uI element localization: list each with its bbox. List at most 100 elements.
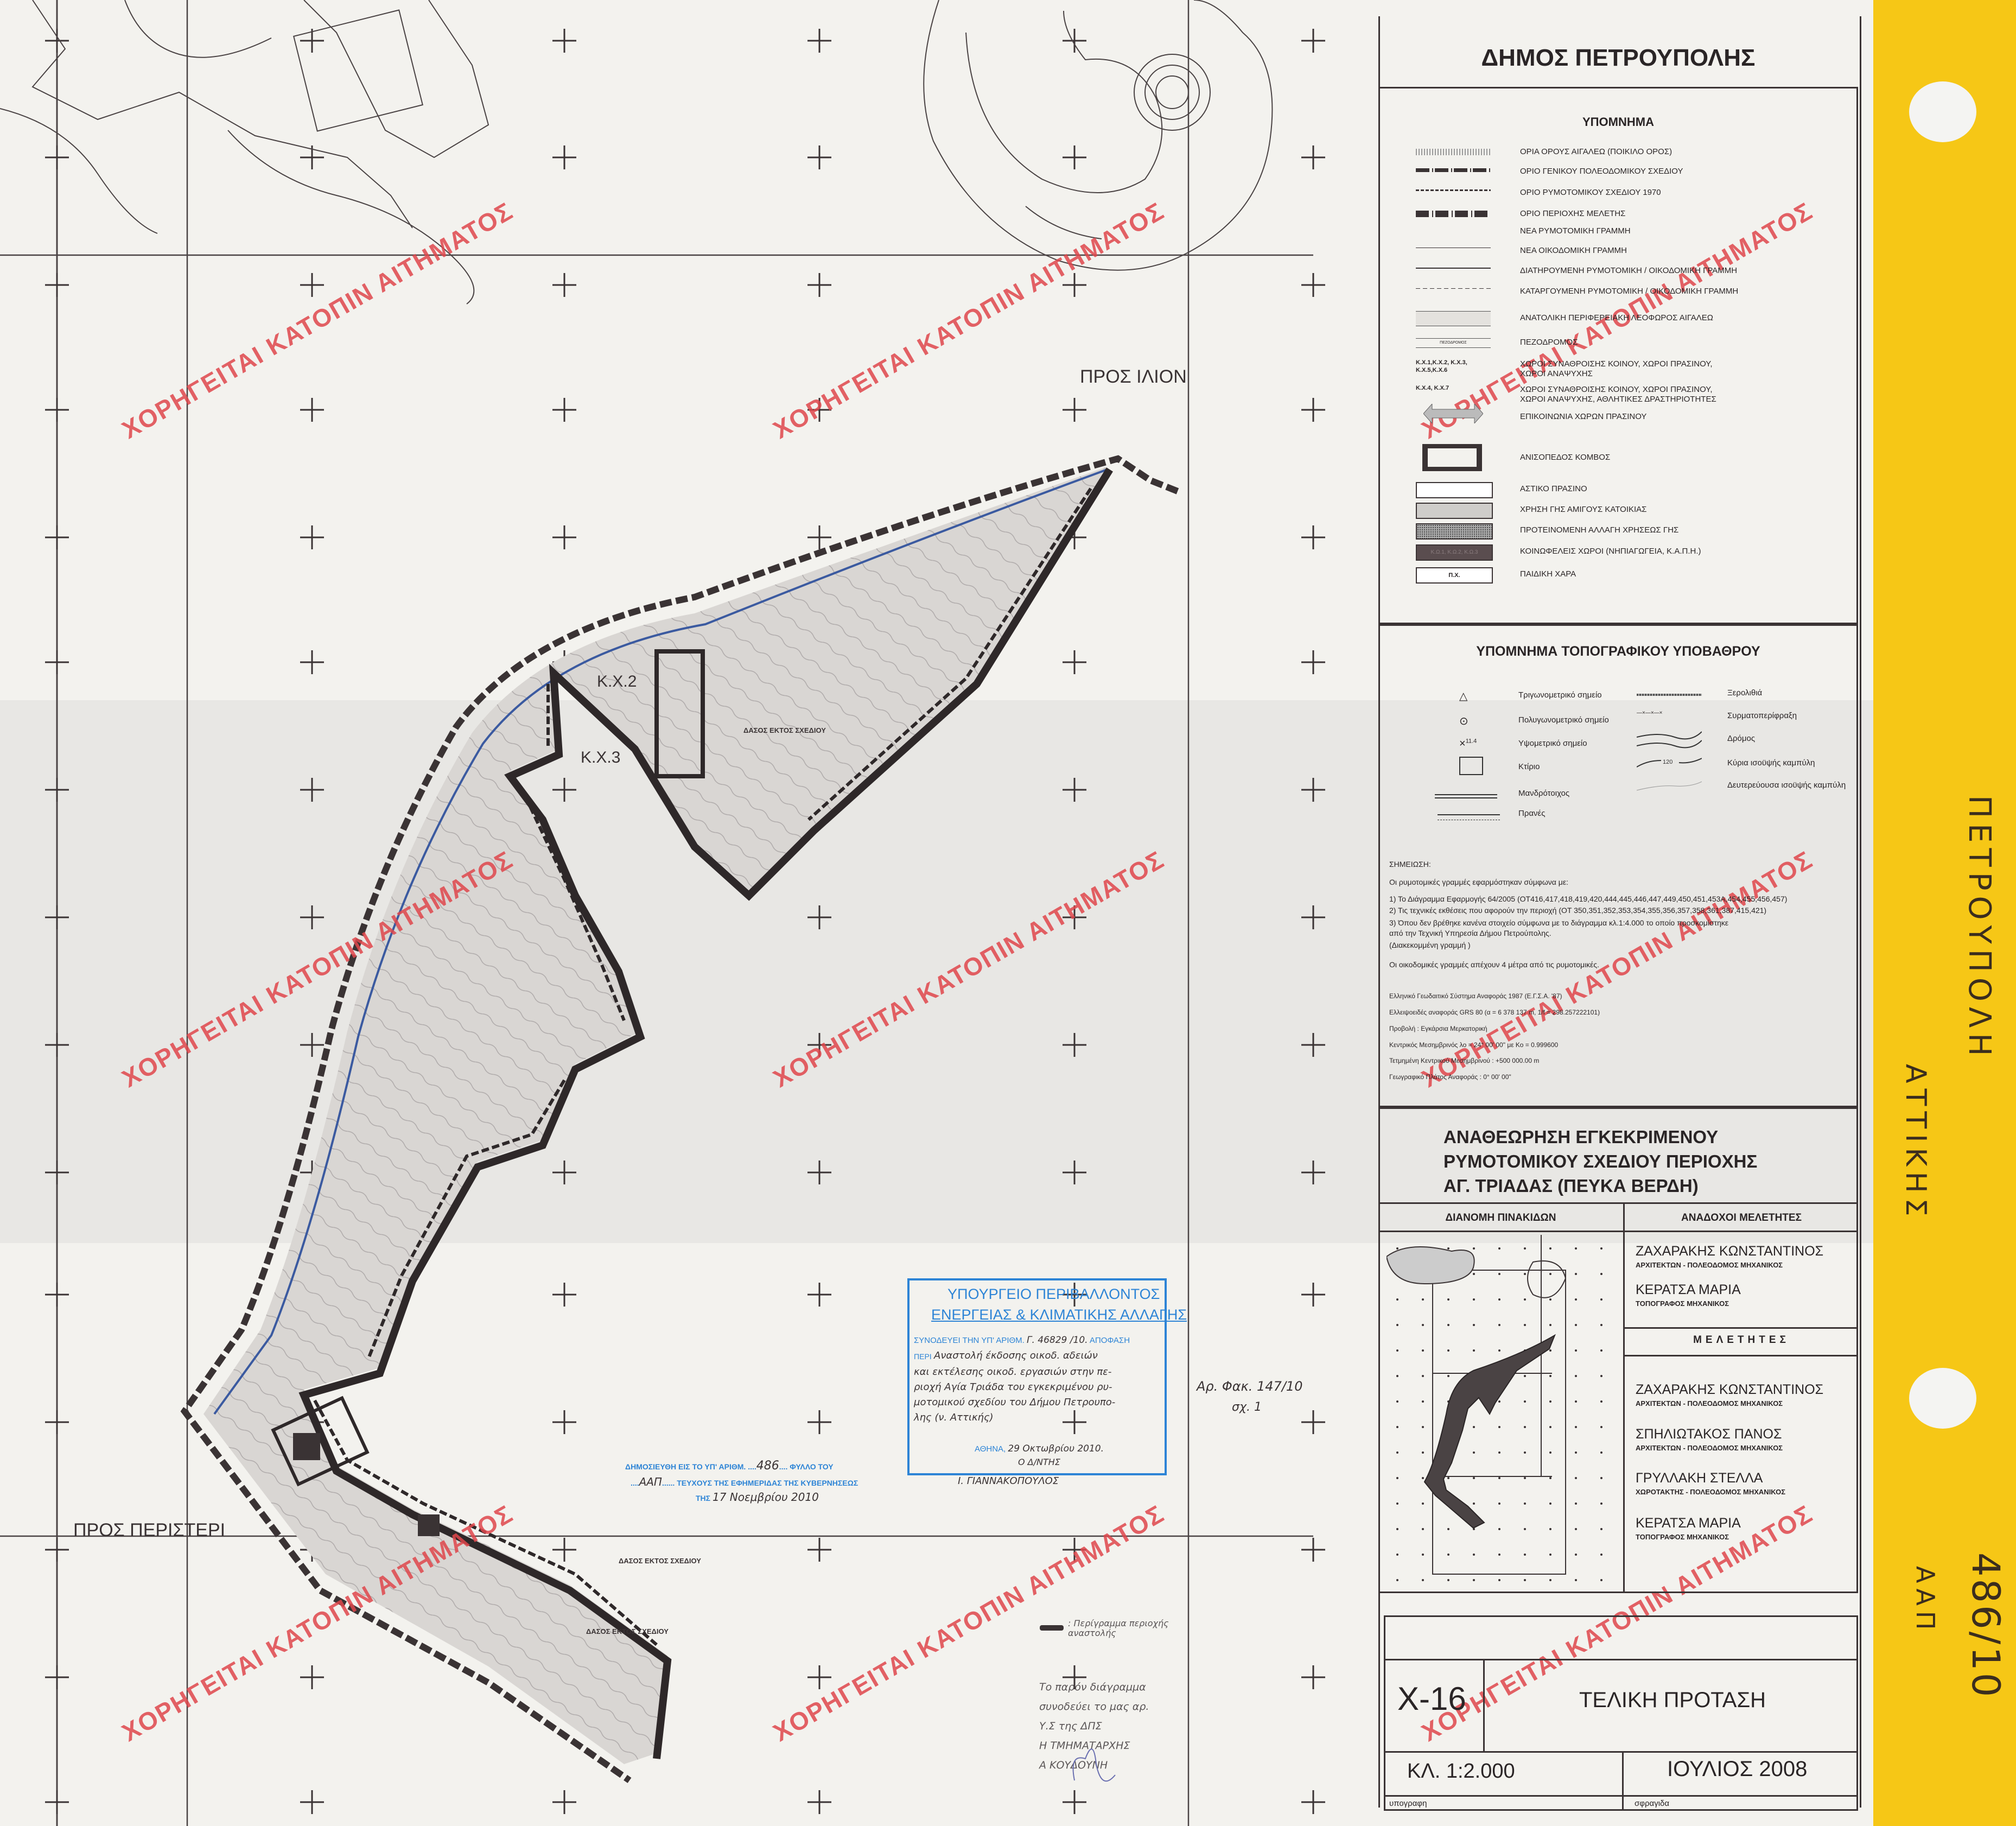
divider <box>1623 1355 1858 1356</box>
minimap-dot <box>1575 1400 1577 1403</box>
minimap-dot <box>1473 1273 1475 1275</box>
minimap-dot <box>1473 1451 1475 1454</box>
grid-cross <box>807 1033 831 1057</box>
sheet-outline <box>1432 1270 1566 1575</box>
minimap-dot <box>1600 1273 1602 1275</box>
person-role: ΤΟΠΟΓΡΑΦΟΣ ΜΗΧΑΝΙΚΟΣ <box>1636 1299 1729 1308</box>
note-line: συνοδεύει το μας αρ. <box>1039 1701 1149 1713</box>
label-forest: ΔΑΣΟΣ ΕΚΤΟΣ ΣΧΕΔΙΟΥ <box>619 1557 701 1565</box>
minimap-dot <box>1600 1477 1602 1479</box>
grid-cross <box>1301 1033 1325 1057</box>
minimap-dot <box>1396 1528 1398 1530</box>
grid-cross <box>45 1410 69 1434</box>
grid-cross <box>300 525 324 549</box>
legend-symbol-text: Κ.Ω.1, Κ.Ω.2, Κ.Ω.3 <box>1430 549 1478 555</box>
legend-symbol-text: Κ.Χ.4, Κ.Χ.7 <box>1416 385 1449 391</box>
pub-sheet-suffix: ΦΥΛΛΟ ΤΟΥ <box>790 1462 834 1471</box>
sheet-distribution-minimap <box>1387 1235 1602 1581</box>
drystone-icon <box>1637 694 1702 696</box>
geodetic-line: Ελλειψοειδές αναφοράς GRS 80 (α = 6 378 … <box>1389 1009 1600 1016</box>
label-pros-ilion: ΠΡΟΣ ΙΛΙΟΝ <box>1080 366 1187 387</box>
grid-cross <box>807 1161 831 1184</box>
pub-issue: ΑΑΠ <box>639 1475 662 1488</box>
legend-label: ΕΠΙΚΟΙΝΩΝΙΑ ΧΩΡΩΝ ΠΡΑΣΙΝΟΥ <box>1520 412 1647 421</box>
grid-cross <box>807 1283 831 1307</box>
label-kx2: Κ.Χ.2 <box>597 673 637 690</box>
block-kx2 <box>654 649 705 778</box>
outline-legend-label: : Περίγραμμα περιοχής αναστολής <box>1068 1618 1169 1638</box>
note-line: Η ΤΜΗΜΑΤΑΡΧΗΣ <box>1039 1740 1130 1752</box>
seal-label: σφραγιδα <box>1635 1799 1670 1808</box>
sheet-stage: ΤΕΛΙΚΗ ΠΡΟΤΑΣΗ <box>1579 1688 1766 1712</box>
minimap-dot <box>1575 1247 1577 1250</box>
dash-dot-thick-icon <box>1416 168 1491 172</box>
medium-line-icon <box>1416 268 1491 269</box>
topo-legend-label: Δευτερεύουσα ισοϋψής καμπύλη <box>1727 781 1846 790</box>
grid-cross <box>45 1790 69 1814</box>
block-boundary <box>298 467 1113 1759</box>
divider <box>1622 1751 1624 1811</box>
divider <box>1384 1751 1858 1753</box>
minimap-dot <box>1549 1247 1551 1250</box>
grid-cross <box>45 29 69 53</box>
legend-label: ΠΡΟΤΕΙΝΟΜΕΝΗ ΑΛΛΑΓΗ ΧΡΗΣΕΩΣ ΓΗΣ <box>1520 525 1679 535</box>
minimap-dot <box>1524 1298 1526 1301</box>
minimap-dot <box>1600 1426 1602 1428</box>
person-role: ΧΩΡΟΤΑΚΤΗΣ - ΠΟΛΕΟΔΟΜΟΣ ΜΗΧΑΝΙΚΟΣ <box>1636 1488 1786 1496</box>
minimap-dot <box>1447 1554 1449 1556</box>
minimap-dot <box>1498 1426 1500 1428</box>
grid-cross <box>1063 650 1086 674</box>
minimap-dot <box>1600 1528 1602 1530</box>
grid-cross <box>1063 778 1086 802</box>
minimap-dot <box>1575 1273 1577 1275</box>
grid-cross <box>45 273 69 297</box>
label-forest: ΔΑΣΟΣ ΕΚΤΟΣ ΣΧΕΔΙΟΥ <box>743 726 826 734</box>
grid-cross <box>1063 1665 1086 1689</box>
svg-text:120: 120 <box>1663 759 1672 765</box>
minimap-dot <box>1575 1477 1577 1479</box>
minimap-dot <box>1524 1400 1526 1403</box>
minimap-dot <box>1447 1375 1449 1377</box>
minimap-dot <box>1549 1451 1551 1454</box>
grid-cross <box>300 1665 324 1689</box>
light-gray-box-icon <box>1416 503 1493 519</box>
divider <box>1623 1327 1858 1329</box>
minimap-dot <box>1422 1554 1424 1556</box>
punch-hole <box>1909 81 1976 142</box>
minimap-dot <box>1600 1554 1602 1556</box>
minimap-dot <box>1422 1375 1424 1377</box>
grid-cross <box>300 398 324 422</box>
minimap-dot <box>1498 1324 1500 1326</box>
grid-cross <box>45 905 69 929</box>
stamp-about-line: μοτομικού σχεδίου του Δήμου Πετρουπο- <box>914 1397 1116 1408</box>
grid-cross <box>1063 29 1086 53</box>
minimap-dot <box>1498 1451 1500 1454</box>
minimap-dot <box>1524 1528 1526 1530</box>
minimap-dot <box>1575 1375 1577 1377</box>
minimap-dot <box>1549 1426 1551 1428</box>
minimap-dot <box>1396 1349 1398 1352</box>
minimap-dot <box>1422 1451 1424 1454</box>
legend-title: ΥΠΟΜΝΗΜΑ <box>1582 115 1654 129</box>
legend-label: ΝΕΑ ΡΥΜΟΤΟΜΙΚΗ ΓΡΑΜΜΗ <box>1520 226 1631 236</box>
grid-cross <box>1301 778 1325 802</box>
topo-legend-label: Ξερολιθιά <box>1727 688 1763 698</box>
grid-cross <box>807 525 831 549</box>
person-name: ΓΡΥΛΛΑΚΗ ΣΤΕΛΛΑ <box>1636 1470 1763 1486</box>
person-role: ΤΟΠΟΓΡΑΦΟΣ ΜΗΧΑΝΙΚΟΣ <box>1636 1533 1729 1541</box>
minimap-dot <box>1549 1324 1551 1326</box>
notes-item: (Διακεκομμένη γραμμή ) <box>1389 941 1471 949</box>
triangle-icon: △ <box>1459 690 1468 702</box>
minimap-dot <box>1498 1579 1500 1581</box>
pub-date-prefix: ΤΗΣ <box>696 1494 711 1502</box>
grid-cross <box>1301 398 1325 422</box>
blue-boundary-line <box>213 468 1108 1415</box>
grid-cross <box>807 29 831 53</box>
minimap-dot <box>1524 1477 1526 1479</box>
grid-cross <box>1301 1161 1325 1184</box>
topo-legend-label: Πολυγωνομετρικό σημείο <box>1518 715 1609 725</box>
person-name: ΖΑΧΑΡΑΚΗΣ ΚΩΝΣΤΑΝΤΙΝΟΣ <box>1636 1244 1824 1259</box>
road-icon <box>1636 730 1702 752</box>
stamp-ministry-line2: ΕΝΕΡΓΕΙΑΣ & ΚΛΙΜΑΤΙΚΗΣ ΑΛΛΑΓΗΣ <box>931 1307 1187 1323</box>
